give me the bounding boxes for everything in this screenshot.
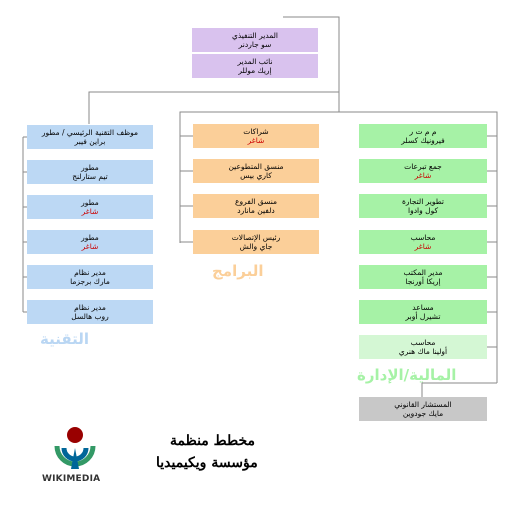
- role-label: محاسب: [410, 338, 436, 347]
- fin-box-3: تطوير التجارة كول وادوا: [359, 194, 487, 218]
- person-name: جاي والش: [239, 242, 273, 251]
- person-name: كاري بيس: [240, 171, 272, 180]
- role-label: جمع تبرعات: [404, 162, 442, 171]
- fin-box-7: محاسب أولينا ماك هنري: [359, 335, 487, 359]
- role-label: رئيس الإتصالات: [231, 233, 281, 242]
- person-name: أولينا ماك هنري: [398, 347, 448, 356]
- role-label: م م ت ر: [409, 127, 437, 136]
- fin-box-2: جمع تبرعات شاغر: [359, 159, 487, 183]
- vacant-name: شاغر: [414, 171, 432, 180]
- prog-box-2: منسق المتطوعين كاري بيس: [193, 159, 319, 183]
- person-name: روب هالسل: [71, 312, 109, 321]
- person-name: مارك برجزما: [70, 277, 110, 286]
- role-label: منسق المتطوعين: [228, 162, 284, 171]
- wikimedia-logo-icon: [54, 427, 96, 469]
- prog-box-1: شراكات شاغر: [193, 124, 319, 148]
- role-label: شراكات: [243, 127, 269, 136]
- person-name: دلفين مانارد: [237, 206, 275, 215]
- person-name: كول وادوا: [407, 206, 439, 215]
- role-label: نائب المدير: [237, 57, 273, 66]
- role-label: مطور: [81, 233, 99, 242]
- dept-label-technology: التقنية: [40, 330, 90, 348]
- prog-box-3: منسق الفروع دلفين مانارد: [193, 194, 319, 218]
- role-label: منسق الفروع: [234, 197, 277, 206]
- vacant-name: شاغر: [247, 136, 265, 145]
- role-label: المستشار القانوني: [394, 400, 452, 409]
- role-label: مدير المكتب: [403, 268, 443, 277]
- tech-box-4: مطور شاغر: [27, 230, 153, 254]
- tech-box-3: مطور شاغر: [27, 195, 153, 219]
- prog-box-4: رئيس الإتصالات جاي والش: [193, 230, 319, 254]
- role-label: موظف التقنية الرئيسي / مطور: [41, 128, 139, 137]
- wikimedia-wordmark: WIKIMEDIA: [42, 474, 101, 484]
- person-name: تيم ستارلنج: [72, 172, 108, 181]
- person-name: سو جاردنر: [238, 40, 272, 49]
- fin-box-5: مدير المكتب إريكا أورنجا: [359, 265, 487, 289]
- deputy-box: نائب المدير إريك موللر: [192, 54, 318, 78]
- role-label: مطور: [81, 163, 99, 172]
- person-name: براين فيبر: [74, 137, 106, 146]
- tech-box-1: موظف التقنية الرئيسي / مطور براين فيبر: [27, 125, 153, 149]
- person-name: إريكا أورنجا: [405, 277, 441, 286]
- vacant-name: شاغر: [81, 207, 99, 216]
- tech-box-5: مدير نظام مارك برجزما: [27, 265, 153, 289]
- fin-box-6: مساعد تشيرل أوبر: [359, 300, 487, 324]
- fin-box-4: محاسب شاغر: [359, 230, 487, 254]
- role-label: مدير نظام: [74, 268, 106, 277]
- role-label: مطور: [81, 198, 99, 207]
- exec-box: المدير التنفيذي سو جاردنر: [192, 28, 318, 52]
- dept-label-finance: المالية/الإدارة: [357, 366, 457, 384]
- chart-title-line2: مؤسسة ويكيميديا: [156, 455, 258, 471]
- vacant-name: شاغر: [81, 242, 99, 251]
- role-label: مدير نظام: [74, 303, 106, 312]
- counsel-box: المستشار القانوني مايك جودوين: [359, 397, 487, 421]
- role-label: تطوير التجارة: [401, 197, 445, 206]
- tech-box-2: مطور تيم ستارلنج: [27, 160, 153, 184]
- fin-box-1: م م ت ر فيرونيك كسلر: [359, 124, 487, 148]
- person-name: مايك جودوين: [402, 409, 444, 418]
- role-label: المدير التنفيذي: [231, 31, 278, 40]
- person-name: تشيرل أوبر: [405, 312, 441, 321]
- person-name: إريك موللر: [238, 66, 272, 75]
- role-label: محاسب: [410, 233, 436, 242]
- dept-label-programs: البرامج: [212, 262, 264, 280]
- role-label: مساعد: [412, 303, 434, 312]
- chart-title-line1: مخطط منظمة: [170, 433, 255, 449]
- vacant-name: شاغر: [414, 242, 432, 251]
- person-name: فيرونيك كسلر: [401, 136, 445, 145]
- tech-box-6: مدير نظام روب هالسل: [27, 300, 153, 324]
